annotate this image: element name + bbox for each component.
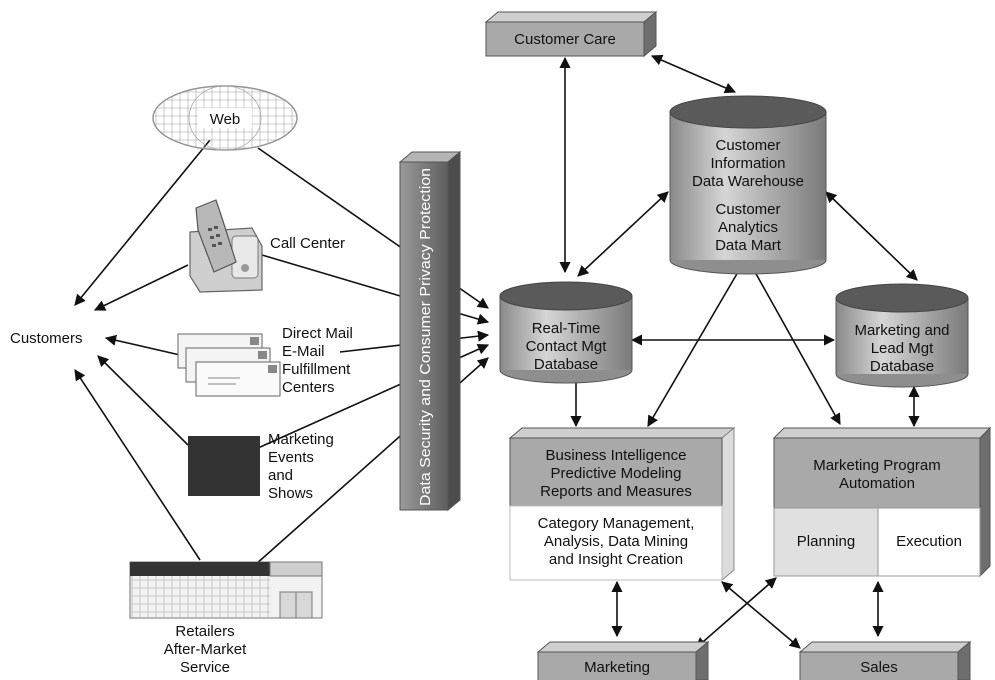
call-center-node: Call Center [189,199,345,293]
edge-retailers-customers [74,369,201,561]
events-label-1: Marketing [268,431,334,448]
events-label-2: Events [268,449,314,466]
mpa-node: Marketing Program Automation Planning Ex… [772,426,992,578]
realtime-db-node: Real-Time Contact Mgt Database [499,281,633,384]
edge-mail-customers [104,334,181,356]
sales-label: Sales [860,659,898,676]
call-center-label: Call Center [270,235,345,252]
sales-node: Sales [798,640,972,680]
events-label-4: Shows [268,485,313,502]
marketing-db-label-2: Lead Mgt [871,340,934,357]
warehouse-label-6: Data Mart [715,237,782,254]
security-bar-label: Data Security and Consumer Privacy Prote… [417,168,434,506]
realtime-label-2: Contact Mgt [526,338,608,355]
edge-care-warehouse [650,54,737,94]
events-icon [188,436,260,496]
bi-sub-label-3: and Insight Creation [549,551,683,568]
bi-sub-label-2: Analysis, Data Mining [544,533,688,550]
centers-label: Centers [282,379,335,396]
email-label: E-Mail [282,343,325,360]
retailers-label-3: Service [180,659,230,676]
marketing-events-node: Marketing Events and Shows [188,431,334,502]
security-bar: Data Security and Consumer Privacy Prote… [398,150,462,512]
events-label-3: and [268,467,293,484]
web-node: Web [152,85,298,151]
realtime-label-3: Database [534,356,598,373]
fulfillment-label: Fulfillment [282,361,351,378]
edge-callcenter-customers [93,264,189,311]
marketing-node: Marketing [536,640,710,680]
store-icon [129,561,323,619]
phone-icon [189,199,263,293]
marketing-db-node: Marketing and Lead Mgt Database [835,283,969,388]
realtime-label-1: Real-Time [532,320,601,337]
connectors [74,54,920,649]
customer-care-node: Customer Care [484,10,658,58]
bi-label-1: Business Intelligence [546,447,687,464]
edge-warehouse-realtime [577,191,669,277]
planning-label: Planning [797,533,855,550]
warehouse-label-4: Customer [715,201,780,218]
warehouse-label-3: Data Warehouse [692,173,804,190]
marketing-db-label-3: Database [870,358,934,375]
mpa-label-2: Automation [839,475,915,492]
retailers-label-2: After-Market [164,641,247,658]
direct-mail-node: Direct Mail E-Mail Fulfillment Centers [177,325,353,397]
edge-warehouse-mpa [754,271,841,425]
warehouse-label-5: Analytics [718,219,778,236]
edge-mpa-marketing [695,577,777,649]
web-label: Web [210,111,241,128]
warehouse-node: Customer Information Data Warehouse Cust… [669,95,827,275]
bi-node: Business Intelligence Predictive Modelin… [508,426,736,582]
retailers-label-1: Retailers [175,623,234,640]
bi-label-3: Reports and Measures [540,483,692,500]
marketing-db-label-1: Marketing and [854,322,949,339]
customers-label: Customers [10,330,83,347]
retailers-node: Retailers After-Market Service [129,561,323,676]
edge-warehouse-marketingdb [825,191,918,281]
execution-label: Execution [896,533,962,550]
bi-label-2: Predictive Modeling [551,465,682,482]
edge-warehouse-bi [647,271,739,427]
bi-sub-label-1: Category Management, [538,515,695,532]
edge-events-customers [97,355,189,446]
warehouse-label-1: Customer [715,137,780,154]
warehouse-label-2: Information [710,155,785,172]
customer-care-label: Customer Care [514,31,616,48]
direct-mail-label: Direct Mail [282,325,353,342]
marketing-label: Marketing [584,659,650,676]
envelopes-icon [177,333,281,397]
mpa-label-1: Marketing Program [813,457,941,474]
edge-web-customers [74,139,211,306]
